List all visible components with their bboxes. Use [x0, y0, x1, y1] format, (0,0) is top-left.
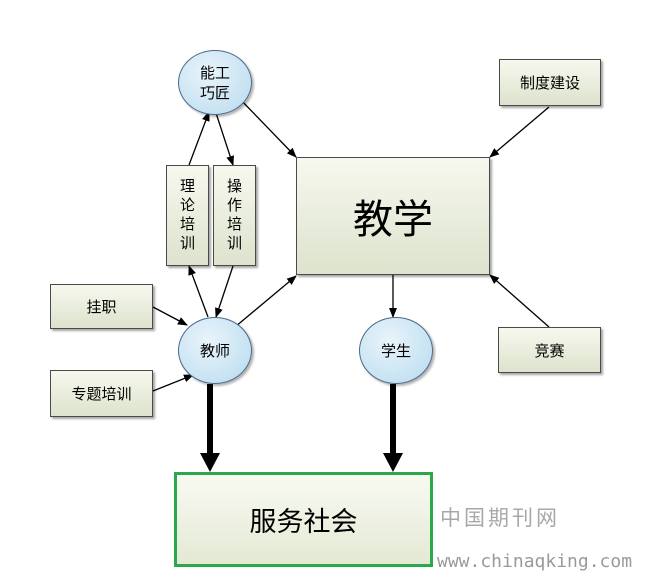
teaching-node: 教学 [296, 157, 490, 275]
student-label: 学生 [380, 342, 411, 360]
arrow-skill-to-teaching [237, 96, 297, 158]
competition-label: 竞赛 [534, 341, 565, 360]
theory-training-node: 理论培训 [166, 165, 209, 266]
arrow-attachment-to-teacher [152, 306, 188, 326]
teacher-node: 教师 [178, 317, 252, 384]
service-society-label: 服务社会 [249, 507, 358, 538]
thick-arrow-student-to-service-head [383, 453, 403, 472]
arrow-skill-to-operation [215, 112, 235, 166]
arrow-special-to-teacher [152, 374, 194, 392]
arrow-teacher-to-theory [188, 265, 209, 318]
attachment-node: 挂职 [50, 284, 153, 329]
special-training-label: 专题培训 [71, 385, 132, 403]
competition-node: 竞赛 [498, 327, 601, 373]
arrow-operation-to-teacher [215, 265, 234, 318]
system-building-label: 制度建设 [519, 74, 580, 92]
arrow-system-to-teaching [489, 106, 550, 158]
watermark-cn: 中国期刊网 [440, 506, 560, 530]
theory-training-label: 理论培训 [178, 177, 196, 254]
operation-training-node: 操作培训 [213, 165, 256, 266]
thick-arrow-teacher-to-service-head [200, 453, 220, 472]
teacher-label: 教师 [199, 342, 230, 360]
arrow-competition-to-teaching [489, 274, 550, 328]
operation-training-label: 操作培训 [225, 177, 243, 254]
teaching-label: 教学 [353, 197, 433, 243]
special-training-node: 专题培训 [50, 370, 153, 417]
arrow-theory-to-skill [188, 111, 210, 166]
arrow-teacher-to-teaching [234, 275, 297, 328]
watermark-url: www.chinaqking.com [437, 551, 633, 572]
system-building-node: 制度建设 [499, 59, 601, 106]
attachment-label: 挂职 [86, 298, 117, 316]
service-society-node: 服务社会 [174, 472, 433, 567]
student-node: 学生 [359, 317, 433, 384]
skill-node: 能工 巧匠 [178, 50, 252, 115]
skill-label: 能工 巧匠 [199, 63, 230, 102]
